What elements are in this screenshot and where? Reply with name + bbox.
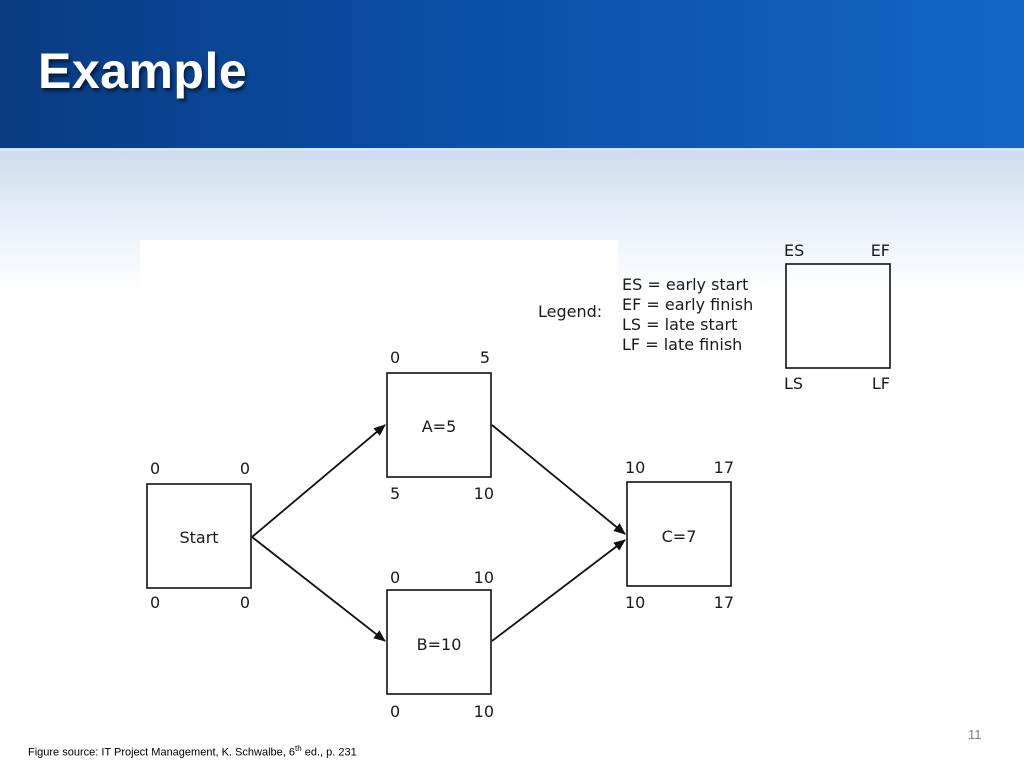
node-c-ef: 17: [714, 458, 734, 477]
node-start-box: [146, 483, 252, 589]
node-a-lf: 10: [474, 484, 494, 503]
edge-start-a: [251, 424, 386, 538]
legend-box-ef: EF: [871, 241, 890, 260]
node-a-label: A=5: [422, 417, 457, 436]
node-c-label: C=7: [662, 527, 697, 546]
node-b-label: B=10: [417, 635, 462, 654]
legend-line-lf: LF = late finish: [622, 335, 742, 354]
node-c-lf: 17: [714, 593, 734, 612]
legend-box-lf: LF: [872, 374, 890, 393]
legend-box-ls: LS: [784, 374, 803, 393]
title-bar: Example: [0, 0, 1024, 148]
node-b: B=10 0 10 0 10: [386, 568, 494, 721]
node-a-box: [386, 372, 492, 478]
legend-line-ls: LS = late start: [622, 315, 737, 334]
node-start-lf: 0: [240, 593, 250, 612]
figure-source-sup: th: [294, 744, 302, 753]
legend-label: Legend:: [538, 302, 602, 321]
edge-start-b: [251, 536, 386, 642]
slide-title: Example: [38, 43, 248, 99]
legend-line-es: ES = early start: [622, 275, 748, 294]
legend-box-es: ES: [784, 241, 804, 260]
edge-a-c: [491, 424, 626, 535]
node-b-lf: 10: [474, 702, 494, 721]
title-divider: [0, 148, 1024, 151]
node-a-ef: 5: [480, 348, 490, 367]
edge-b-c: [491, 539, 626, 642]
node-b-es: 0: [390, 568, 400, 587]
node-c-ls: 10: [625, 593, 645, 612]
legend: Legend: ES = early start EF = early fini…: [538, 241, 891, 393]
node-a-ls: 5: [390, 484, 400, 503]
node-b-ef: 10: [474, 568, 494, 587]
legend-box: [785, 263, 891, 369]
node-start: Start 0 0 0 0: [146, 459, 252, 612]
node-c-box: [626, 481, 732, 587]
node-b-box: [386, 589, 492, 695]
node-start-ls: 0: [150, 593, 160, 612]
page-number: 11: [968, 727, 982, 742]
node-a-es: 0: [390, 348, 400, 367]
node-c: C=7 10 17 10 17: [625, 458, 734, 612]
node-c-es: 10: [625, 458, 645, 477]
figure-source: Figure source: IT Project Management, K.…: [28, 744, 357, 759]
node-start-ef: 0: [240, 459, 250, 478]
node-a: A=5 0 5 5 10: [386, 348, 494, 503]
node-start-es: 0: [150, 459, 160, 478]
figure-source-suffix: ed., p. 231: [301, 746, 357, 759]
node-start-label: Start: [179, 528, 218, 547]
node-b-ls: 0: [390, 702, 400, 721]
figure-source-text: Figure source: IT Project Management, K.…: [28, 746, 295, 759]
legend-line-ef: EF = early finish: [622, 295, 753, 314]
